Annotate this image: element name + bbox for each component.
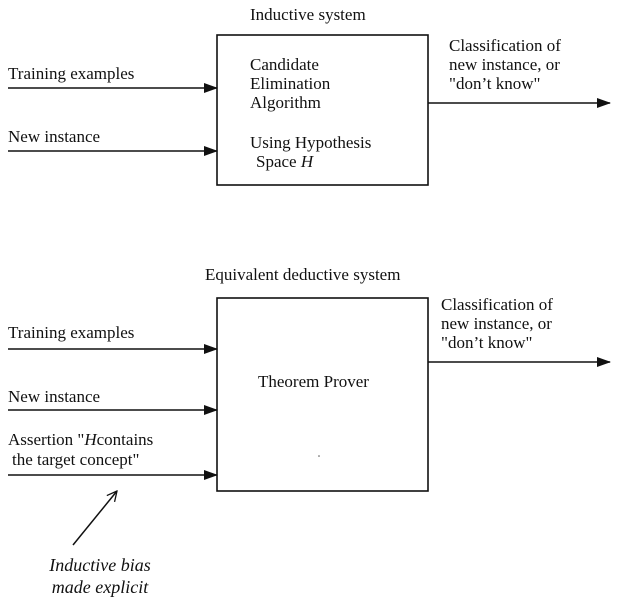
speck-dot: [318, 455, 320, 457]
output-label-top-line3: "don’t know": [449, 74, 541, 93]
deductive-system-box: [216, 297, 429, 492]
assertion-suffix: contains: [96, 430, 154, 449]
assertion-label-line2: the target concept": [12, 450, 140, 469]
assertion-var: H: [84, 430, 97, 449]
new-instance-label-top: New instance: [8, 127, 101, 146]
space-word: Space: [256, 152, 297, 171]
box-line-candidate: Candidate: [250, 55, 319, 74]
training-examples-label-top: Training examples: [8, 64, 135, 83]
new-instance-label-bottom: New instance: [8, 387, 101, 406]
assertion-label-line1: Assertion "Hcontains: [8, 430, 153, 450]
deductive-system-title: Equivalent deductive system: [205, 265, 401, 284]
output-label-bottom-line3: "don’t know": [441, 333, 533, 352]
output-label-bottom-line1: Classification of: [441, 295, 553, 314]
inductive-bias-line2: made explicit: [51, 577, 149, 597]
inductive-system-title: Inductive system: [250, 5, 366, 24]
inductive-system-box: [216, 34, 429, 186]
assertion-prefix: Assertion ": [8, 430, 85, 449]
box-line-using-hypothesis: Using Hypothesis: [250, 133, 372, 152]
box-line-elimination: Elimination: [250, 74, 331, 93]
hypothesis-space-var: H: [300, 152, 314, 171]
inductive-bias-pointer: [72, 491, 117, 546]
inductive-bias-line1: Inductive bias: [49, 555, 151, 575]
output-label-bottom-line2: new instance, or: [441, 314, 552, 333]
box-line-space-h: Space H: [256, 152, 313, 172]
box-line-algorithm: Algorithm: [250, 93, 321, 112]
output-label-top-line1: Classification of: [449, 36, 561, 55]
theorem-prover-label: Theorem Prover: [258, 372, 369, 391]
output-label-top-line2: new instance, or: [449, 55, 560, 74]
training-examples-label-bottom: Training examples: [8, 323, 135, 342]
